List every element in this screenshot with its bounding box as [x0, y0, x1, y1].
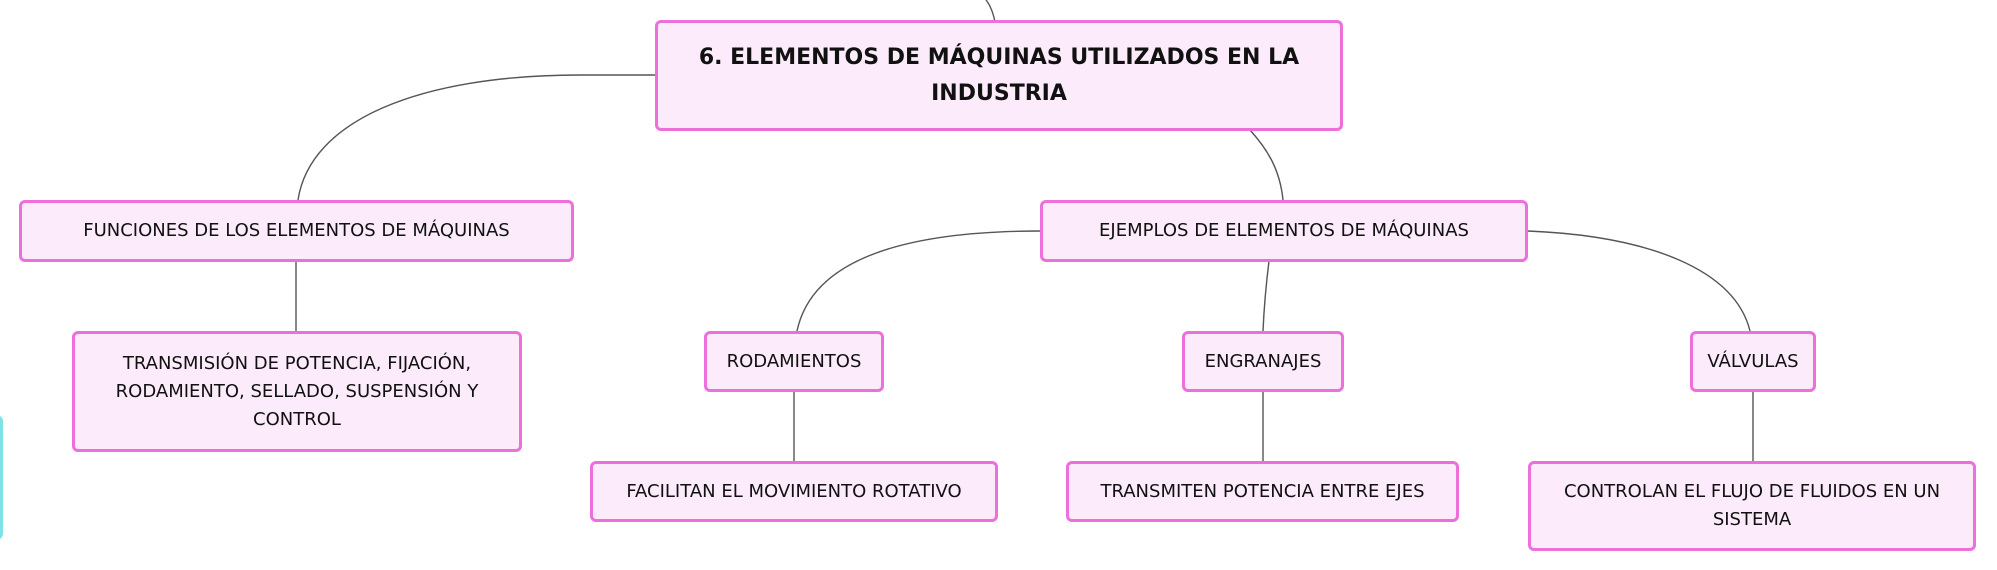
rodamientos-detail-label: FACILITAN EL MOVIMIENTO ROTATIVO — [626, 480, 962, 502]
rodamientos-detail-node[interactable]: FACILITAN EL MOVIMIENTO ROTATIVO — [590, 461, 998, 522]
connector-examples-to-engranajes — [1262, 260, 1270, 332]
functions-topic-label: FUNCIONES DE LOS ELEMENTOS DE MÁQUINAS — [83, 220, 510, 241]
engranajes-detail-node[interactable]: TRANSMITEN POTENCIA ENTRE EJES — [1066, 461, 1459, 522]
partial-offscreen-card[interactable] — [0, 415, 3, 540]
connector-examples-to-valvulas — [1527, 230, 1751, 332]
rodamientos-label: RODAMIENTOS — [726, 350, 862, 372]
valvulas-label: VÁLVULAS — [1707, 350, 1799, 372]
root-topic-node[interactable]: 6. ELEMENTOS DE MÁQUINAS UTILIZADOS EN L… — [655, 20, 1343, 131]
engranajes-node[interactable]: ENGRANAJES — [1182, 331, 1344, 392]
rodamientos-node[interactable]: RODAMIENTOS — [704, 331, 884, 392]
engranajes-detail-label: TRANSMITEN POTENCIA ENTRE EJES — [1100, 480, 1425, 502]
functions-detail-node[interactable]: TRANSMISIÓN DE POTENCIA, FIJACIÓN, RODAM… — [72, 331, 522, 452]
connector-examples-to-rodamientos — [796, 230, 1041, 332]
valvulas-detail-label: CONTROLAN EL FLUJO DE FLUIDOS EN UN SIST… — [1563, 481, 1941, 530]
functions-topic-node[interactable]: FUNCIONES DE LOS ELEMENTOS DE MÁQUINAS — [19, 200, 574, 262]
examples-topic-node[interactable]: EJEMPLOS DE ELEMENTOS DE MÁQUINAS — [1040, 200, 1528, 262]
valvulas-detail-node[interactable]: CONTROLAN EL FLUJO DE FLUIDOS EN UN SIST… — [1528, 461, 1976, 551]
connector-root-to-functions — [297, 74, 655, 201]
valvulas-node[interactable]: VÁLVULAS — [1690, 331, 1816, 392]
engranajes-label: ENGRANAJES — [1204, 350, 1322, 372]
connector-root-to-examples — [1249, 129, 1284, 201]
functions-detail-label: TRANSMISIÓN DE POTENCIA, FIJACIÓN, RODAM… — [115, 352, 479, 430]
connector-root-to-parent — [985, 0, 996, 23]
root-topic-label: 6. ELEMENTOS DE MÁQUINAS UTILIZADOS EN L… — [698, 44, 1300, 106]
examples-topic-label: EJEMPLOS DE ELEMENTOS DE MÁQUINAS — [1099, 220, 1469, 241]
